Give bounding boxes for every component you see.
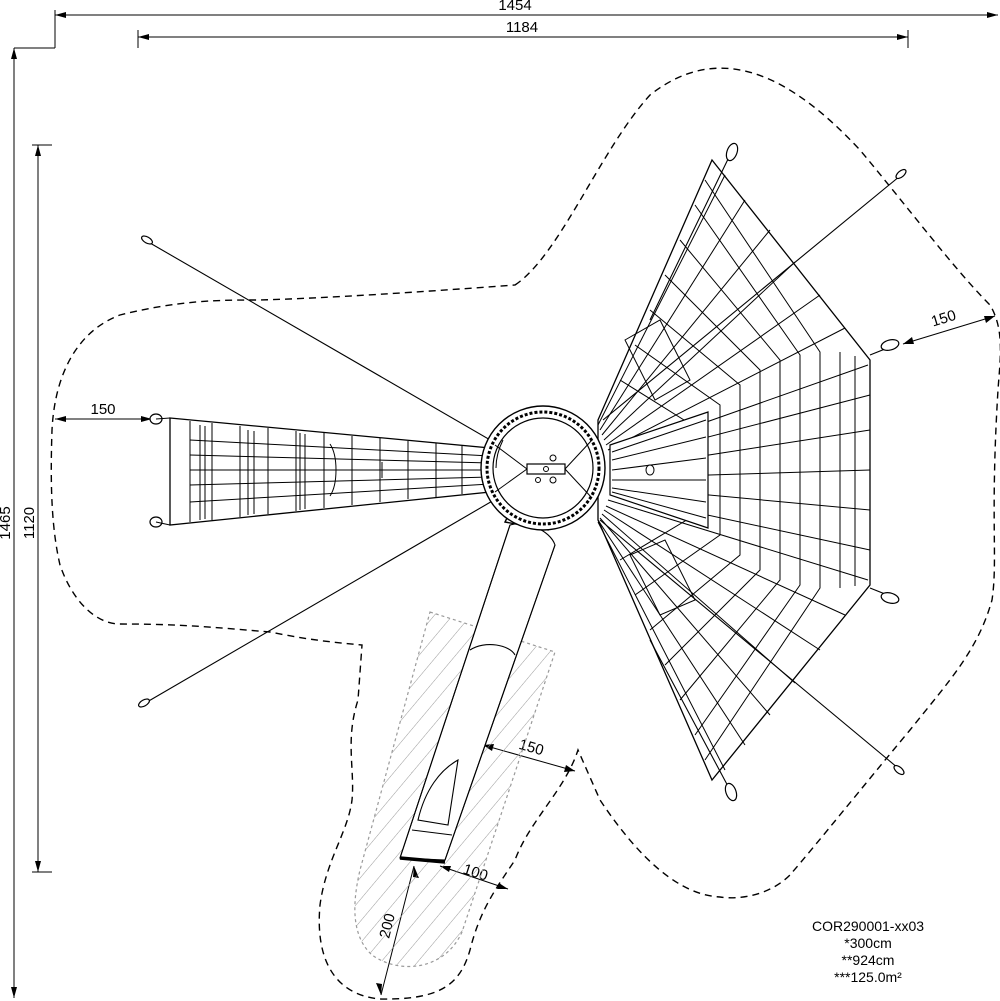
product-code: COR290001-xx03 — [811, 918, 925, 934]
overall-width-label: 1454 — [498, 0, 531, 14]
inner-width-label: 1184 — [506, 19, 538, 36]
overall-height-label: 1465 — [0, 506, 14, 539]
left-net — [155, 417, 491, 526]
anchor-cables — [146, 154, 901, 791]
product-specs: COR290001-xx03 *300cm **924cm ***125.0m² — [768, 918, 968, 986]
right-net — [597, 158, 871, 782]
inner-height-label: 1120 — [21, 507, 38, 539]
central-tower — [480, 405, 606, 531]
right-clearance-label: 150 — [929, 307, 958, 331]
left-clearance-label: 150 — [90, 401, 115, 418]
product-height: *300cm — [844, 935, 892, 951]
safety-area: ***125.0m² — [834, 969, 902, 985]
product-length: **924cm — [841, 952, 895, 968]
safety-zone-outline — [50, 67, 1000, 1000]
cable-anchors — [137, 142, 907, 802]
